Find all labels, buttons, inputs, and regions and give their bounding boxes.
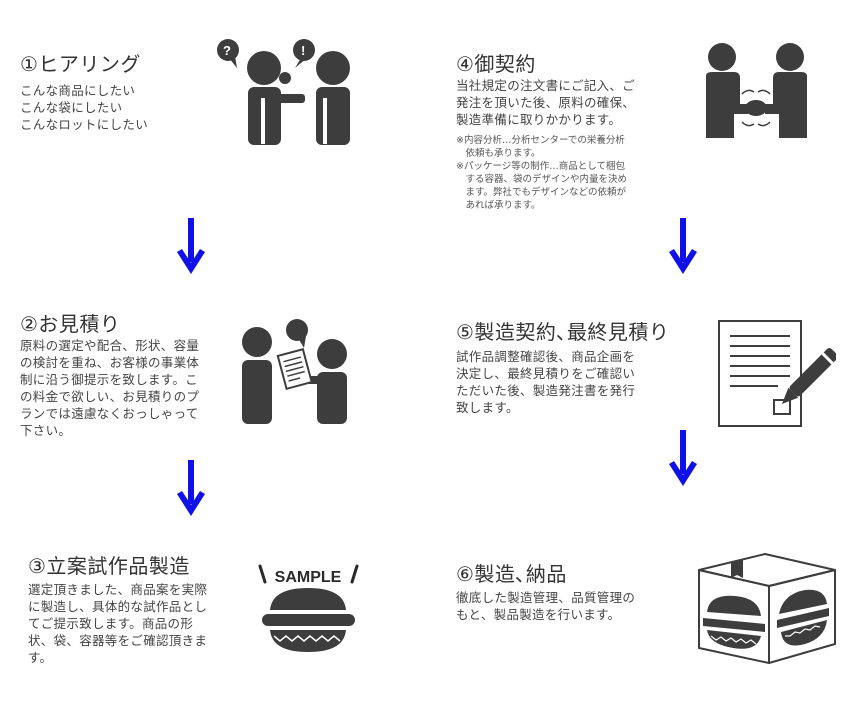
handshake-icon (706, 43, 807, 138)
sample-burger-icon: SAMPLE (258, 564, 359, 652)
step-1-title: ①ヒアリング (20, 52, 141, 76)
svg-text:!: ! (301, 43, 305, 58)
step-5-description: 試作品調整確認後、商品企画を 決定し、最終見積りをご確認い ただいた後、製造発注… (456, 349, 636, 415)
hearing-people-icon: ? ! (217, 39, 350, 145)
step-4-description: 当社規定の注文書にご記入、ご 発注を頂いた後、原料の確保、 製造準備に取りかかり… (456, 78, 636, 127)
delivery-box-icon (698, 553, 836, 664)
svg-text:?: ? (223, 43, 231, 58)
step-2-description: 原料の選定や配合、形状、容量 の検討を重ね、お客様の事業体 制に沿う御提示を致し… (20, 338, 200, 438)
step-4-note: ※内容分析…分析センターでの栄養分析 依頼も承ります。 ※パッケージ等の制作…商… (456, 135, 628, 211)
step-3-description: 選定頂きました、商品案を実際 に製造し、具体的な試作品とし てご提示致します。商… (28, 582, 208, 665)
arrow-down-1 (177, 218, 205, 274)
arrow-down-3 (669, 218, 697, 274)
step-5-title: ⑤製造契約､最終見積り (456, 320, 670, 344)
step-2-title: ②お見積り (20, 312, 121, 336)
step-1-description: こんな商品にしたい こんな袋にしたい こんなロットにしたい (20, 83, 149, 132)
contract-pen-icon (718, 320, 836, 427)
estimate-people-icon (242, 319, 347, 424)
step-6-description: 徹底した製造管理、品質管理の もと、製品製造を行います。 (456, 590, 636, 622)
arrow-down-4 (669, 430, 697, 486)
sample-label: SAMPLE (275, 569, 342, 586)
step-3-title: ③立案試作品製造 (28, 554, 190, 578)
step-4-title: ④御契約 (456, 52, 536, 76)
arrow-down-2 (177, 460, 205, 516)
step-6-title: ⑥製造､納品 (456, 562, 567, 586)
